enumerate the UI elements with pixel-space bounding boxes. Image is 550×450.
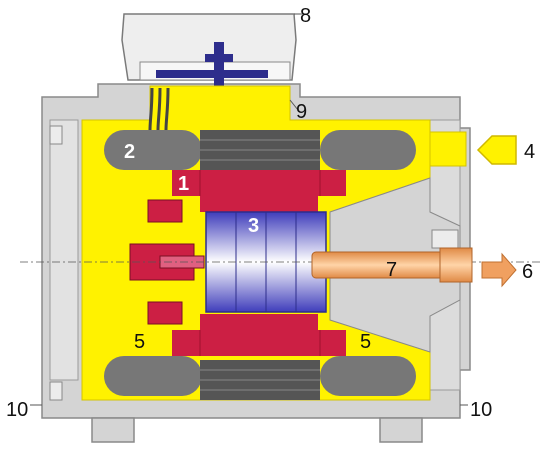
label-8: 8 xyxy=(300,5,311,27)
label-7: 7 xyxy=(386,259,397,281)
terminal-stud-cap xyxy=(205,54,233,62)
end-winding-bottom-right xyxy=(320,356,416,396)
terminal-flange xyxy=(156,70,268,78)
end-winding-top-right xyxy=(320,130,416,170)
label-9: 9 xyxy=(296,101,307,123)
outlet-arrow-icon xyxy=(481,252,517,288)
stator-winding-bottom-inner xyxy=(200,314,318,330)
clamp-upper xyxy=(147,199,183,223)
clamp-lower xyxy=(147,301,183,325)
terminal-box xyxy=(121,13,297,88)
lead-wires xyxy=(148,87,170,131)
label-4: 4 xyxy=(524,141,535,163)
outlet-pipe-end xyxy=(439,247,473,283)
flow-arrows xyxy=(476,135,517,288)
end-windings xyxy=(104,130,416,400)
leader-lines xyxy=(30,13,468,406)
terminal-stud xyxy=(214,42,224,88)
outlet-pipe xyxy=(311,247,473,283)
stator-winding-top-inner xyxy=(200,196,318,212)
stator-winding xyxy=(172,170,346,356)
housing-left-wall-inner xyxy=(49,119,79,381)
part-labels: 1 2 3 4 5 5 6 7 8 9 10 10 xyxy=(6,5,535,421)
bolt-top-left xyxy=(49,125,63,145)
label-10-right: 10 xyxy=(470,399,492,421)
stator-winding-bottom xyxy=(172,330,346,356)
end-winding-top-left xyxy=(104,130,202,170)
label-1: 1 xyxy=(178,173,189,195)
label-5-right: 5 xyxy=(360,331,371,353)
bearing-cap xyxy=(431,229,459,249)
label-10-left: 10 xyxy=(6,399,28,421)
inlet-port xyxy=(429,131,467,167)
label-3: 3 xyxy=(248,215,259,237)
bolt-bottom-left xyxy=(49,381,63,401)
foot-left xyxy=(91,417,135,443)
inlet-arrow-icon xyxy=(476,135,517,165)
end-winding-bottom-left xyxy=(104,356,202,396)
label-2: 2 xyxy=(124,141,135,163)
label-6: 6 xyxy=(522,261,533,283)
foot-right xyxy=(379,417,423,443)
label-5-left: 5 xyxy=(134,331,145,353)
stator-winding-top xyxy=(172,170,346,196)
